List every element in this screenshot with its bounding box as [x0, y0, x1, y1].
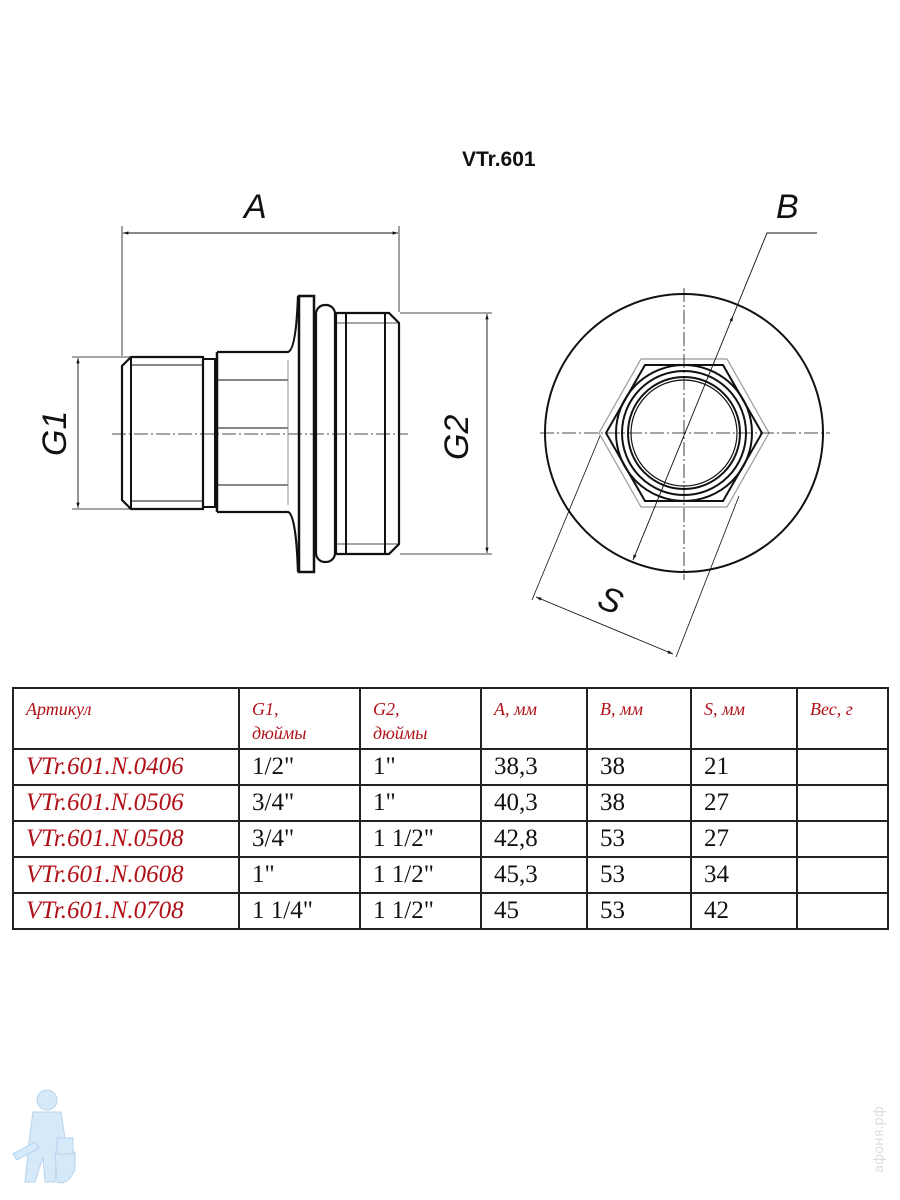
a-cell: 42,8 [480, 820, 588, 858]
spec-table: Артикул G1, дюймы G2, дюймы A, мм B, мм S,… [12, 687, 889, 930]
drawing-title: VTr.601 [462, 148, 536, 171]
front-view [531, 232, 830, 658]
header-text: G1, [252, 699, 279, 719]
a-cell: 45 [480, 892, 588, 930]
g1-cell: 1" [238, 856, 361, 894]
article-cell: VTr.601.N.0708 [12, 892, 240, 930]
s-cell: 27 [690, 820, 798, 858]
watermark: афоня.рф [871, 1106, 887, 1173]
article-cell: VTr.601.N.0506 [12, 784, 240, 822]
header-text: Вес, г [810, 699, 853, 719]
article-cell: VTr.601.N.0406 [12, 748, 240, 786]
s-cell: 21 [690, 748, 798, 786]
dim-label-s: S [593, 579, 629, 623]
b-cell: 38 [586, 784, 692, 822]
header-text: B, мм [600, 699, 643, 719]
a-cell: 38,3 [480, 748, 588, 786]
side-view [72, 226, 492, 574]
header-text: Артикул [26, 699, 92, 719]
g2-cell: 1 1/2" [359, 820, 482, 858]
header-weight: Вес, г [796, 687, 889, 750]
weight-cell [796, 820, 889, 858]
header-article: Артикул [12, 687, 240, 750]
g1-cell: 1 1/4" [238, 892, 361, 930]
technical-drawing: A G1 G2 B S [36, 188, 830, 658]
article-cell: VTr.601.N.0608 [12, 856, 240, 894]
a-cell: 40,3 [480, 784, 588, 822]
weight-cell [796, 856, 889, 894]
weight-cell [796, 892, 889, 930]
header-text: S, мм [704, 699, 745, 719]
b-cell: 53 [586, 856, 692, 894]
header-text: A, мм [494, 699, 537, 719]
dim-label-g2: G2 [438, 415, 476, 460]
header-text: дюймы [252, 723, 307, 743]
dim-label-g1: G1 [36, 411, 74, 456]
header-b: B, мм [586, 687, 692, 750]
g2-cell: 1" [359, 784, 482, 822]
mascot-logo [12, 1089, 76, 1184]
b-cell: 53 [586, 892, 692, 930]
g1-cell: 3/4" [238, 784, 361, 822]
g1-cell: 1/2" [238, 748, 361, 786]
dim-label-b: B [776, 188, 799, 226]
header-s: S, мм [690, 687, 798, 750]
header-a: A, мм [480, 687, 588, 750]
weight-cell [796, 748, 889, 786]
header-text: дюймы [373, 723, 428, 743]
s-cell: 34 [690, 856, 798, 894]
article-cell: VTr.601.N.0508 [12, 820, 240, 858]
b-cell: 38 [586, 748, 692, 786]
header-g2: G2, дюймы [359, 687, 482, 750]
g1-cell: 3/4" [238, 820, 361, 858]
a-cell: 45,3 [480, 856, 588, 894]
header-g1: G1, дюймы [238, 687, 361, 750]
g2-cell: 1 1/2" [359, 892, 482, 930]
weight-cell [796, 784, 889, 822]
b-cell: 53 [586, 820, 692, 858]
table-header-row: Артикул G1, дюймы G2, дюймы A, мм B, мм S,… [12, 687, 889, 750]
g2-cell: 1" [359, 748, 482, 786]
g2-cell: 1 1/2" [359, 856, 482, 894]
header-text: G2, [373, 699, 400, 719]
s-cell: 27 [690, 784, 798, 822]
s-cell: 42 [690, 892, 798, 930]
dim-label-a: A [242, 188, 267, 226]
